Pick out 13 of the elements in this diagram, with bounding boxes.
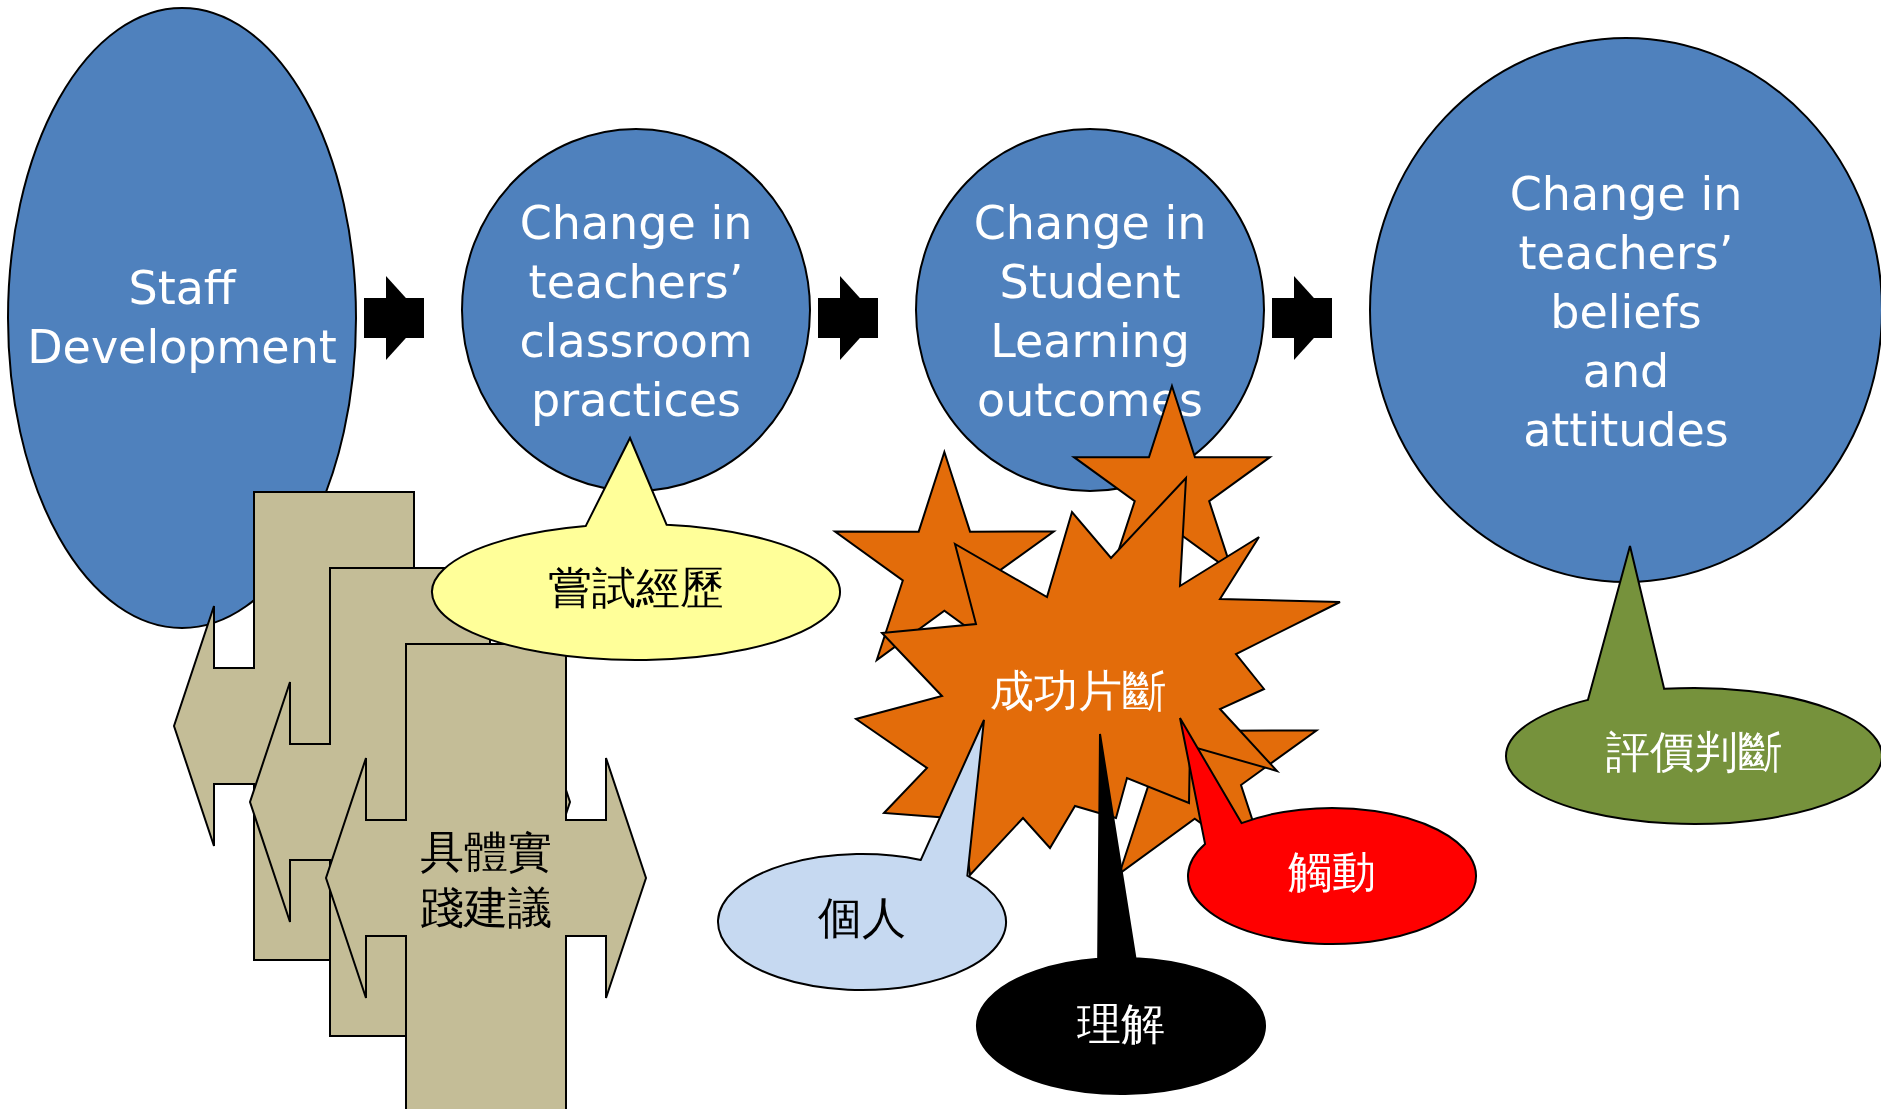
node-label: 評價判斷: [1605, 724, 1783, 779]
node-label: 具體實踐建議: [419, 824, 553, 935]
node-label: Change in teachers’ classroom practices: [518, 195, 754, 429]
node-label: 成功片斷: [989, 663, 1167, 718]
block-arrow: [364, 276, 424, 360]
node-label: Staff Development: [26, 260, 338, 376]
node-label: Change in teachers’ beliefs and attitudes: [1508, 165, 1744, 459]
node-label: 理解: [1076, 996, 1166, 1051]
node-label: 嘗試經歷: [547, 560, 725, 615]
block-arrow: [1272, 276, 1332, 360]
node-label: 個人: [817, 890, 907, 945]
block-arrow: [818, 276, 878, 360]
node-label: 觸動: [1287, 844, 1377, 899]
